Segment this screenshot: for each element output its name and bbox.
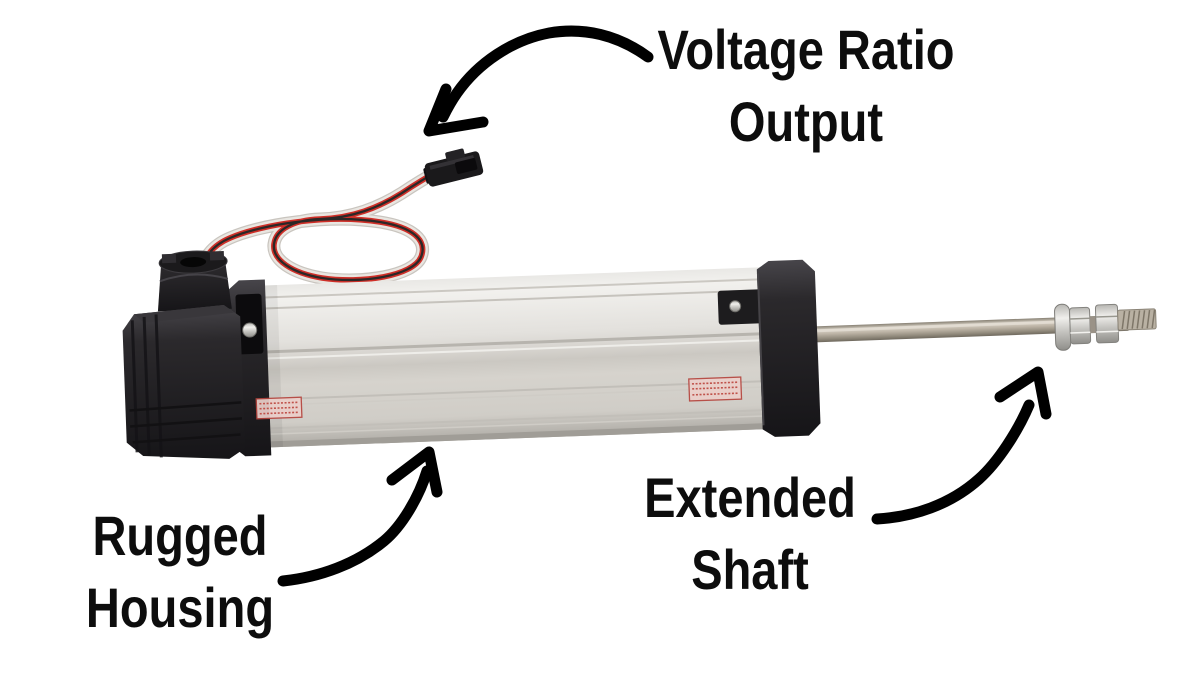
shaft-assembly [789,303,1157,351]
shaft-highlight [789,317,1129,334]
arrow-curve [437,25,654,123]
annotation-arrows [277,25,1052,587]
label-rugged-housing: Rugged Housing [37,500,323,644]
label-line-2: Output [728,90,884,153]
cable-gland [157,250,232,312]
extended-shaft-arrow [871,366,1052,525]
aluminum-housing [235,267,769,449]
washer [1054,303,1072,351]
hex-nut-outer [1094,303,1120,344]
arrowhead [386,446,443,498]
label-line-2: Shaft [691,538,809,601]
label-voltage-ratio-output: Voltage Ratio Output [638,14,974,158]
arrowhead [423,83,489,137]
left-mounting-screw [242,322,258,338]
arrow-curve [277,465,433,587]
arrowhead [994,366,1052,420]
qc-stamp-left [255,396,303,420]
label-line-1: Voltage Ratio [657,18,955,81]
sensor-block [122,304,246,459]
housing-grooves [235,278,769,449]
qc-stamp-right [688,376,743,402]
label-line-1: Extended [644,466,856,529]
right-cap-tab [717,289,765,325]
hex-nut-inner [1069,306,1092,345]
arrow-curve [871,399,1035,525]
connector-plug [423,148,484,187]
voltage-output-arrow [423,25,654,137]
rugged-housing-arrow [277,446,443,587]
label-line-1: Rugged [92,504,268,567]
cable-black-wire [196,168,442,282]
threaded-tip [1117,308,1157,331]
label-extended-shaft: Extended Shaft [607,462,893,606]
transducer-device [122,250,1157,459]
right-end-cap [717,259,821,437]
label-line-2: Housing [85,576,275,639]
right-mounting-screw [729,300,742,313]
output-cable [191,163,447,287]
cable-white-wire [192,164,446,286]
thread-gap [1089,317,1097,334]
